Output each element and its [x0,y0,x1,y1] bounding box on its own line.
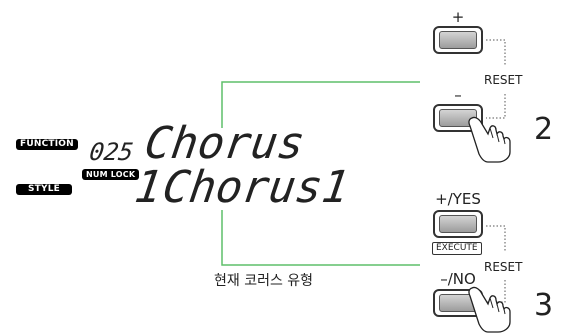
type-value: Chorus1 [159,162,353,213]
numlock-tag: NUM LOCK [82,169,140,180]
reset-label-top: RESET [484,73,523,87]
function-tag: FUNCTION [16,139,78,150]
minus-button[interactable] [433,104,483,132]
type-number: 1 [131,162,166,213]
hand-press-icon [468,286,511,333]
yes-label: +/YES [435,190,481,208]
no-label: –/NO [440,270,476,288]
yes-button-face [439,215,477,233]
step-2-number: 2 [534,112,554,147]
function-number: 025 [87,138,136,166]
yes-button[interactable] [433,210,483,238]
current-chorus-type-caption: 현재 코러스 유형 [214,273,314,289]
execute-label: EXECUTE [432,242,482,255]
style-tag: STYLE [16,184,72,195]
plus-button[interactable] [433,26,483,54]
step-3-number: 3 [534,288,554,323]
plus-label: + [451,8,465,26]
minus-label: – [454,86,462,104]
lcd-display: FUNCTION 025 Chorus NUM LOCK STYLE 1 Cho… [10,118,352,215]
reset-label-bottom: RESET [484,260,523,274]
plus-button-face [439,31,477,49]
function-value: Chorus [141,118,308,169]
hand-press-icon [468,116,511,163]
